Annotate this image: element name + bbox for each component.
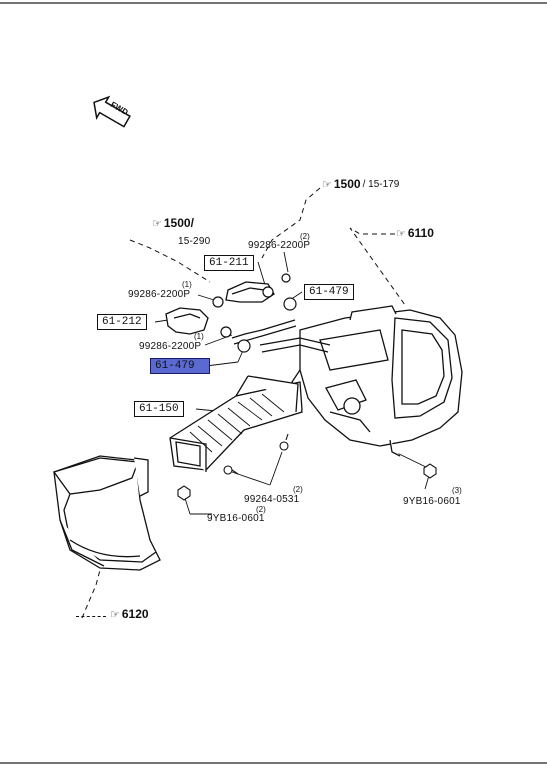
callout-99286-low[interactable]: 99286-2200P — [139, 341, 202, 352]
ref-6110-code: 6110 — [407, 226, 434, 240]
reference-arrow-icon: ☞ — [110, 608, 120, 621]
leader-1500-top — [261, 187, 321, 259]
nut-left — [177, 485, 191, 501]
heater-unit — [291, 305, 463, 457]
grommets — [212, 273, 297, 353]
callout-9yb16-right-qty: (3) — [452, 486, 462, 495]
ref-1500-left-sub: 15-290 — [178, 236, 211, 247]
leader-6110 — [349, 227, 406, 306]
part-61-212[interactable]: 61-212 — [97, 314, 147, 330]
part-61-479-right[interactable]: 61-479 — [304, 284, 354, 300]
ref-6120[interactable]: ☞ 6120 — [110, 607, 149, 621]
callout-99286-mid-qty: (1) — [182, 280, 192, 289]
duct-61-150 — [169, 375, 303, 472]
callout-99286-mid[interactable]: 99286-2200P — [128, 289, 191, 300]
callout-99286-low-qty: (1) — [194, 332, 204, 341]
ref-6110[interactable]: ☞ 6110 — [396, 226, 434, 240]
part-61-150[interactable]: 61-150 — [134, 401, 184, 417]
reference-arrow-icon: ☞ — [396, 227, 406, 240]
callout-99286-top[interactable]: 99286-2200P — [248, 240, 311, 251]
nut-right — [423, 463, 437, 479]
ref-1500-left-code: 1500/ — [163, 216, 194, 230]
ref-1500-top-code: 1500 — [333, 177, 361, 191]
fwd-arrow-icon — [93, 95, 131, 128]
callout-9yb16-left-qty: (2) — [256, 505, 266, 514]
ref-1500-top-sub: / 15-179 — [362, 178, 400, 190]
reference-arrow-icon: ☞ — [152, 217, 162, 230]
hose-61-211 — [225, 281, 275, 303]
ref-1500-top[interactable]: ☞ 1500 / 15-179 — [322, 177, 399, 191]
callout-99286-top-qty: (2) — [300, 232, 310, 241]
ref-1500-left[interactable]: ☞ 1500/ — [152, 216, 194, 230]
part-61-479-highlighted[interactable]: 61-479 — [150, 358, 210, 374]
leader-1500-left — [129, 239, 211, 283]
callout-9yb16-left[interactable]: 9YB16-0601 — [207, 513, 265, 524]
callout-9yb16-right[interactable]: 9YB16-0601 — [403, 496, 461, 507]
screws — [223, 433, 289, 475]
leader-6120 — [81, 569, 101, 619]
blower-unit — [52, 455, 161, 571]
callout-99264-qty: (2) — [293, 485, 303, 494]
ref-6120-code: 6120 — [121, 607, 149, 621]
hose-61-212 — [165, 307, 209, 335]
part-61-211[interactable]: 61-211 — [204, 255, 254, 271]
callout-99264[interactable]: 99264-0531 — [244, 494, 300, 505]
reference-arrow-icon: ☞ — [322, 178, 332, 191]
leader-6120-arrow — [76, 616, 106, 617]
